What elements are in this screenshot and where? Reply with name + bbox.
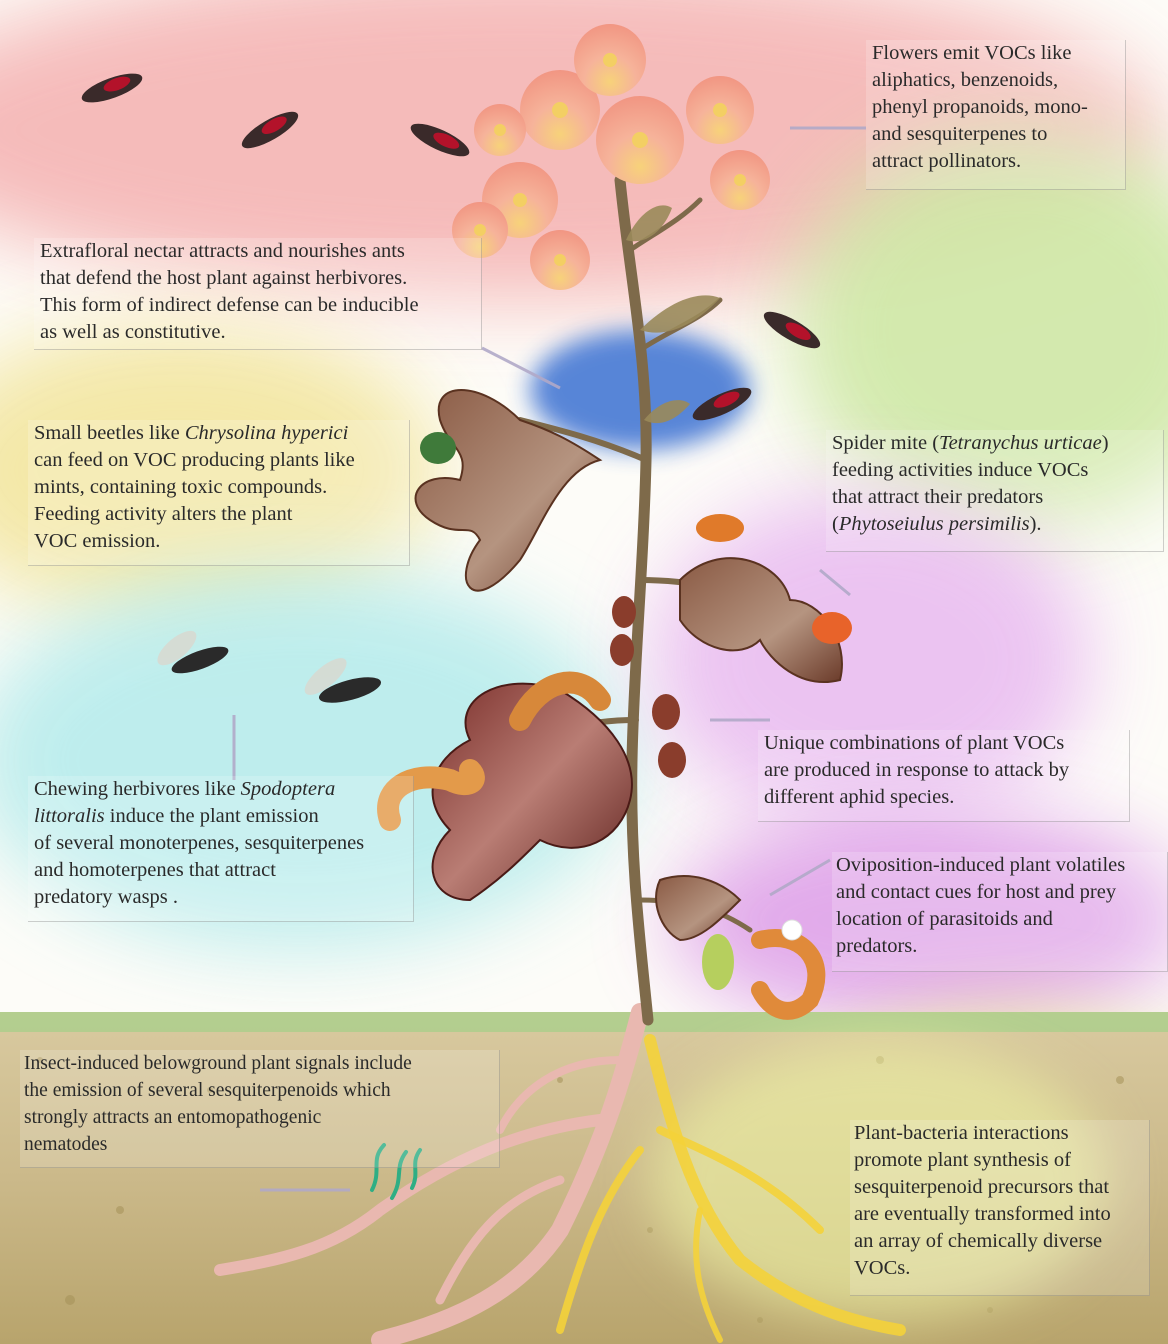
caption-line: VOCs. [854, 1255, 1149, 1282]
caption-text: Small beetles like [34, 422, 185, 444]
caption-line: are produced in response to attack by [764, 757, 1129, 784]
species-name: Spodoptera [241, 778, 336, 800]
caption-line: Oviposition-induced plant volatiles [836, 852, 1167, 879]
caption-oviposition: Oviposition-induced plant volatiles and … [832, 852, 1168, 972]
caption-chewing: Chewing herbivores like Spodoptera litto… [28, 776, 414, 922]
caption-line: Extrafloral nectar attracts and nourishe… [40, 238, 481, 265]
species-name: Chrysolina hyperici [185, 422, 348, 444]
caption-line: Small beetles like Chrysolina hyperici [34, 420, 409, 447]
caption-beetles: Small beetles like Chrysolina hyperici c… [28, 420, 410, 566]
caption-line: attract pollinators. [872, 148, 1125, 175]
caption-line: VOC emission. [34, 528, 409, 555]
caption-line: Flowers emit VOCs like [872, 40, 1125, 67]
caption-line: predatory wasps . [34, 884, 413, 911]
caption-text: ( [832, 513, 839, 535]
caption-line: that defend the host plant against herbi… [40, 265, 481, 292]
caption-line: littoralis induce the plant emission [34, 803, 413, 830]
caption-line: (Phytoseiulus persimilis). [832, 511, 1163, 538]
caption-nectar: Extrafloral nectar attracts and nourishe… [34, 238, 482, 350]
caption-line: Spider mite (Tetranychus urticae) [832, 430, 1163, 457]
caption-line: Plant-bacteria interactions [854, 1120, 1149, 1147]
caption-line: are eventually transformed into [854, 1201, 1149, 1228]
caption-text: Chewing herbivores like [34, 778, 241, 800]
caption-line: Feeding activity alters the plant [34, 501, 409, 528]
caption-line: This form of indirect defense can be ind… [40, 292, 481, 319]
caption-line: Chewing herbivores like Spodoptera [34, 776, 413, 803]
caption-line: promote plant synthesis of [854, 1147, 1149, 1174]
species-name: Phytoseiulus persimilis [839, 513, 1030, 535]
caption-line: different aphid species. [764, 784, 1129, 811]
caption-text: Spider mite ( [832, 432, 939, 454]
species-name: Tetranychus urticae [939, 432, 1102, 454]
caption-text: induce the plant emission [105, 805, 319, 827]
caption-line: strongly attracts an entomopathogenic [24, 1104, 499, 1131]
caption-line: and homoterpenes that attract [34, 857, 413, 884]
caption-aphids: Unique combinations of plant VOCs are pr… [758, 730, 1130, 822]
caption-spider-mite: Spider mite (Tetranychus urticae) feedin… [826, 430, 1164, 552]
caption-belowground: Insect-induced belowground plant signals… [20, 1050, 500, 1168]
caption-line: as well as constitutive. [40, 319, 481, 346]
caption-line: mints, containing toxic compounds. [34, 474, 409, 501]
caption-line: nematodes [24, 1131, 499, 1158]
caption-text: ) [1102, 432, 1109, 454]
caption-text: ). [1030, 513, 1042, 535]
caption-line: and contact cues for host and prey [836, 879, 1167, 906]
caption-line: and sesquiterpenes to [872, 121, 1125, 148]
caption-line: phenyl propanoids, mono- [872, 94, 1125, 121]
caption-line: Unique combinations of plant VOCs [764, 730, 1129, 757]
caption-line: Insect-induced belowground plant signals… [24, 1050, 499, 1077]
caption-line: the emission of several sesquiterpenoids… [24, 1077, 499, 1104]
species-name: littoralis [34, 805, 105, 827]
caption-line: predators. [836, 933, 1167, 960]
caption-line: that attract their predators [832, 484, 1163, 511]
caption-line: an array of chemically diverse [854, 1228, 1149, 1255]
caption-line: aliphatics, benzenoids, [872, 67, 1125, 94]
caption-line: location of parasitoids and [836, 906, 1167, 933]
caption-line: sesquiterpenoid precursors that [854, 1174, 1149, 1201]
caption-flowers: Flowers emit VOCs like aliphatics, benze… [866, 40, 1126, 190]
caption-bacteria: Plant-bacteria interactions promote plan… [850, 1120, 1150, 1296]
caption-line: feeding activities induce VOCs [832, 457, 1163, 484]
caption-line: can feed on VOC producing plants like [34, 447, 409, 474]
caption-line: of several monoterpenes, sesquiterpenes [34, 830, 413, 857]
